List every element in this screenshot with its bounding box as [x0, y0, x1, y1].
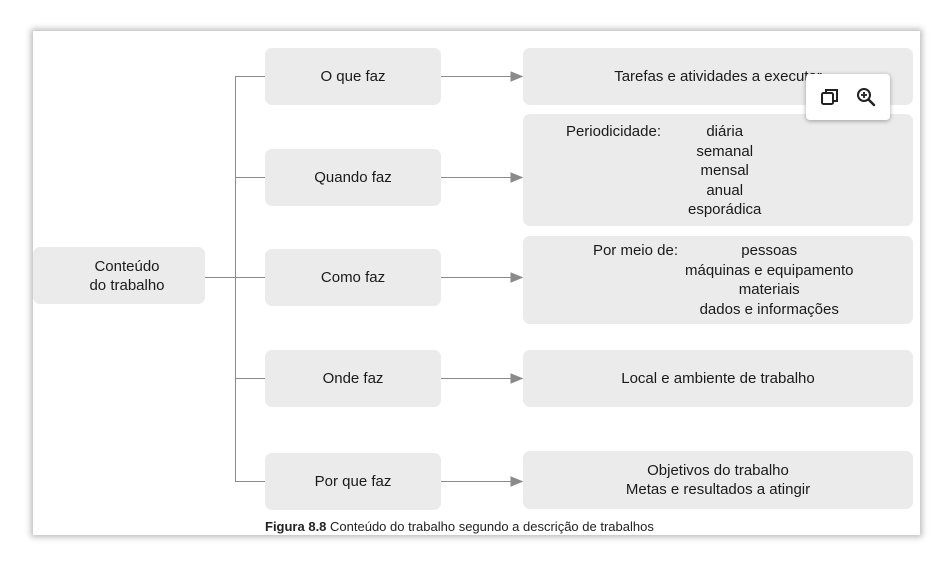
- arrowhead-4: [510, 373, 524, 384]
- branch-2: [235, 177, 265, 178]
- arrowhead-5: [510, 476, 524, 487]
- question-label: Onde faz: [322, 370, 384, 387]
- open-in-window-icon: [820, 89, 838, 105]
- question-node-quando-faz: Quando faz: [265, 149, 441, 206]
- arrowhead-1: [510, 71, 524, 82]
- detail-item: anual: [706, 181, 744, 199]
- detail-item: materiais: [738, 281, 800, 298]
- detail-item: mensal: [700, 162, 749, 179]
- question-node-como-faz: Como faz: [265, 249, 441, 306]
- detail-item: pessoas: [741, 242, 798, 259]
- zoom-in-button[interactable]: [853, 84, 879, 110]
- root-line-2: do trabalho: [89, 276, 165, 294]
- root-node: Conteúdo do trabalho: [33, 247, 205, 304]
- zoom-in-icon: [857, 88, 876, 107]
- branch-1: [235, 76, 265, 77]
- question-label: Por que faz: [314, 473, 392, 490]
- question-node-por-que-faz: Por que faz: [265, 453, 441, 510]
- branch-3: [235, 277, 265, 278]
- vertical-trunk: [235, 76, 236, 481]
- detail-key: Por meio de:: [592, 242, 678, 259]
- figure-caption: Figura 8.8 Conteúdo do trabalho segundo …: [265, 519, 654, 534]
- detail-node-local: Local e ambiente de trabalho: [523, 350, 913, 407]
- detail-key: Periodicidade:: [565, 123, 661, 140]
- branch-4: [235, 378, 265, 379]
- detail-text: Tarefas e atividades a executar: [614, 68, 822, 85]
- detail-node-periodicidade: Periodicidade: diária semanal mensal anu…: [523, 114, 913, 226]
- caption-text: Conteúdo do trabalho segundo a descrição…: [326, 519, 654, 534]
- caption-label: Figura 8.8: [265, 519, 327, 534]
- detail-item: esporádica: [688, 201, 762, 218]
- question-label: O que faz: [320, 68, 386, 85]
- detail-line: Objetivos do trabalho: [647, 462, 789, 479]
- root-line-1: Conteúdo: [94, 257, 160, 275]
- arrowhead-2: [510, 172, 524, 183]
- question-node-o-que-faz: O que faz: [265, 48, 441, 105]
- arrowhead-3: [510, 272, 524, 283]
- root-connector: [205, 277, 235, 278]
- detail-item: semanal: [696, 142, 754, 160]
- question-node-onde-faz: Onde faz: [265, 350, 441, 407]
- arrows: [441, 71, 524, 487]
- open-in-window-button[interactable]: [817, 84, 843, 110]
- detail-item: diária: [706, 123, 744, 140]
- detail-items: diária semanal mensal anual esporádica: [688, 122, 761, 220]
- detail-items: pessoas máquinas e equipamento materiais…: [685, 241, 853, 319]
- detail-node-objetivos: Objetivos do trabalho Metas e resultados…: [523, 451, 913, 509]
- detail-text: Local e ambiente de trabalho: [621, 370, 815, 387]
- diagram-figure: Conteúdo do trabalho O que faz Quando fa…: [33, 31, 920, 535]
- detail-line: Metas e resultados a atingir: [625, 481, 811, 498]
- question-label: Como faz: [320, 269, 386, 286]
- branch-5: [235, 481, 265, 482]
- detail-node-por-meio-de: Por meio de: pessoas máquinas e equipame…: [523, 236, 913, 324]
- image-toolbar: [806, 74, 890, 120]
- detail-item: máquinas e equipamento: [685, 261, 854, 279]
- question-label: Quando faz: [314, 169, 392, 186]
- detail-item: dados e informações: [699, 300, 839, 318]
